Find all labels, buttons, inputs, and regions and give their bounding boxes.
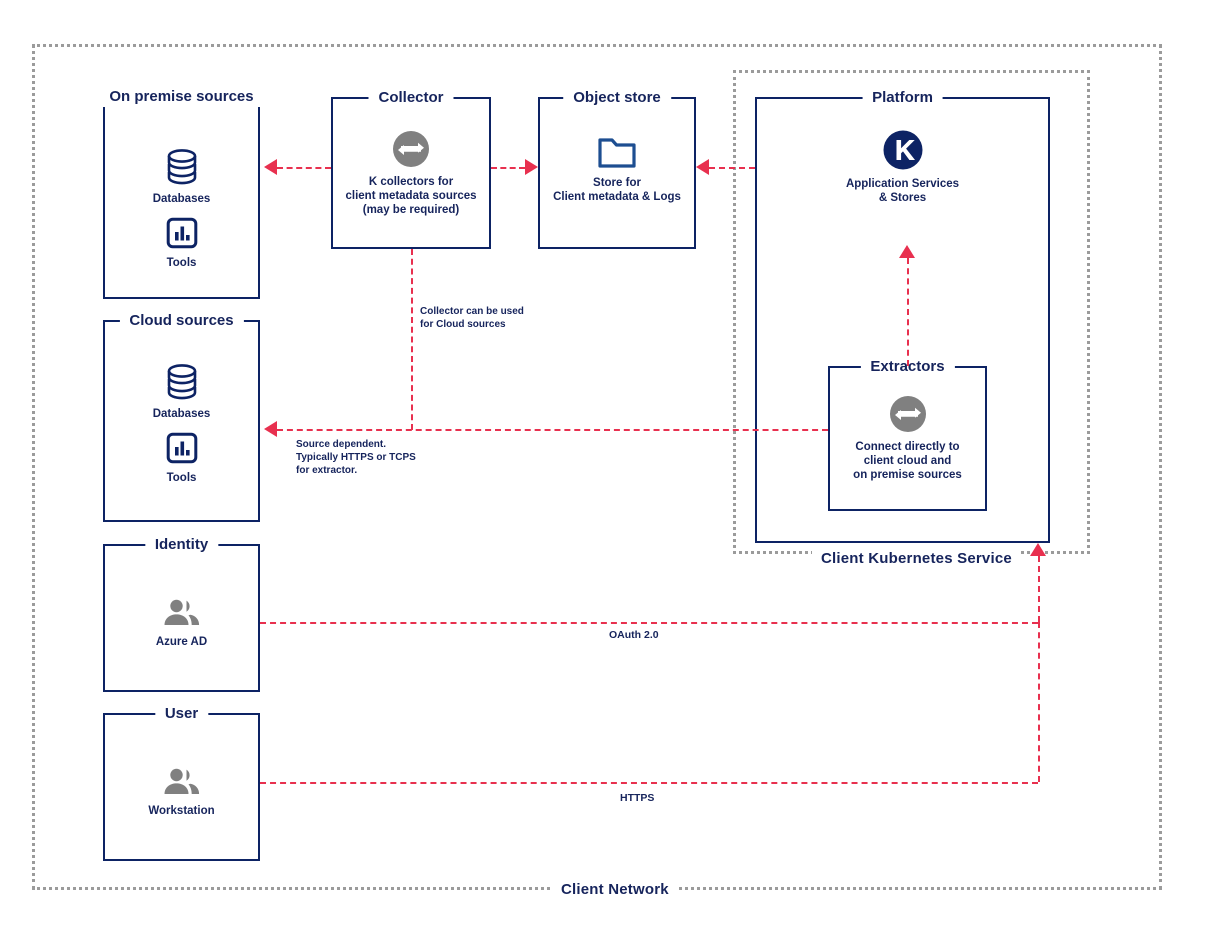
box-cloud-sources[interactable]: Cloud sources Databases <box>103 311 260 522</box>
annotation-extractor-protocol-note: Source dependent. Typically HTTPS or TCP… <box>296 439 416 476</box>
arrow-collector-to-on-premise <box>264 159 277 175</box>
user-content: Workstation <box>105 767 258 818</box>
box-platform[interactable]: Platform Application Services & Stores <box>755 88 1050 543</box>
on-premise-databases-item: Databases <box>105 147 258 206</box>
connector-collector-vertical <box>411 249 413 430</box>
k-logo-icon <box>757 130 1048 170</box>
on-premise-tools-label: Tools <box>166 257 197 269</box>
on-premise-databases-label: Databases <box>152 193 211 205</box>
arrow-platform-to-object-store <box>696 159 709 175</box>
box-object-store[interactable]: Object store Store for Client metadata &… <box>538 88 696 249</box>
box-platform-title: Platform <box>862 88 943 107</box>
box-cloud-sources-title: Cloud sources <box>119 311 244 330</box>
cloud-tools-item: Tools <box>105 432 258 485</box>
oauth-label: OAuth 2.0 <box>609 629 659 641</box>
identity-content: Azure AD <box>105 598 258 649</box>
box-on-premise-sources[interactable]: On premise sources Databases <box>96 87 267 299</box>
arrow-collector-to-object-store <box>525 159 538 175</box>
connector-oauth-vertical <box>1038 556 1040 622</box>
connector-platform-to-object-store <box>709 167 755 169</box>
connector-extractors-to-cloud-sources <box>277 429 828 431</box>
object-store-caption: Store for Client metadata & Logs <box>553 177 681 203</box>
box-identity-title: Identity <box>144 535 219 554</box>
connector-extractors-to-platform <box>907 258 909 366</box>
arrow-extractors-to-cloud-sources <box>264 421 277 437</box>
collector-content: K collectors for client metadata sources… <box>333 130 489 217</box>
platform-caption: Application Services & Stores <box>845 178 960 204</box>
zone-client-kubernetes-service-label: Client Kubernetes Service <box>812 551 1021 567</box>
platform-content: Application Services & Stores <box>757 130 1048 205</box>
tools-bar-chart-icon <box>105 432 258 464</box>
zone-client-network-label: Client Network <box>552 882 678 898</box>
bidirectional-arrow-icon <box>830 395 985 433</box>
connector-collector-to-on-premise <box>277 167 331 169</box>
extractors-caption: Connect directly to client cloud and on … <box>853 441 962 481</box>
box-extractors[interactable]: Extractors Connect directly to client cl… <box>828 357 987 511</box>
extractors-content: Connect directly to client cloud and on … <box>830 395 985 482</box>
box-extractors-title: Extractors <box>860 357 955 376</box>
folder-icon <box>540 135 694 169</box>
database-icon <box>105 147 258 185</box>
on-premise-tools-item: Tools <box>105 217 258 270</box>
users-icon <box>105 598 258 628</box>
user-caption: Workstation <box>148 805 215 817</box>
box-user-title: User <box>154 704 209 723</box>
users-icon <box>105 767 258 797</box>
annotation-collector-cloud-note: Collector can be used for Cloud sources <box>420 306 524 330</box>
cloud-databases-item: Databases <box>105 362 258 421</box>
https-label: HTTPS <box>620 792 655 804</box>
database-icon <box>105 362 258 400</box>
box-user[interactable]: User Workstation <box>103 704 260 861</box>
cloud-tools-label: Tools <box>166 472 197 484</box>
connector-collector-to-object-store <box>491 167 525 169</box>
connector-user-https <box>260 782 1038 784</box>
box-on-premise-sources-title: On premise sources <box>96 87 267 107</box>
bidirectional-arrow-icon <box>333 130 489 168</box>
box-collector[interactable]: Collector K collectors for client metada… <box>331 88 491 249</box>
identity-caption: Azure AD <box>155 636 208 648</box>
box-identity[interactable]: Identity Azure AD <box>103 535 260 692</box>
arrow-client-to-platform <box>1030 543 1046 556</box>
box-collector-title: Collector <box>368 88 454 107</box>
connector-identity-oauth <box>260 622 1038 624</box>
collector-caption: K collectors for client metadata sources… <box>345 176 477 216</box>
cloud-databases-label: Databases <box>152 408 211 420</box>
box-object-store-title: Object store <box>563 88 671 107</box>
object-store-content: Store for Client metadata & Logs <box>540 135 694 204</box>
arrow-extractors-to-platform <box>899 245 915 258</box>
connector-https-vertical <box>1038 622 1040 782</box>
tools-bar-chart-icon <box>105 217 258 249</box>
